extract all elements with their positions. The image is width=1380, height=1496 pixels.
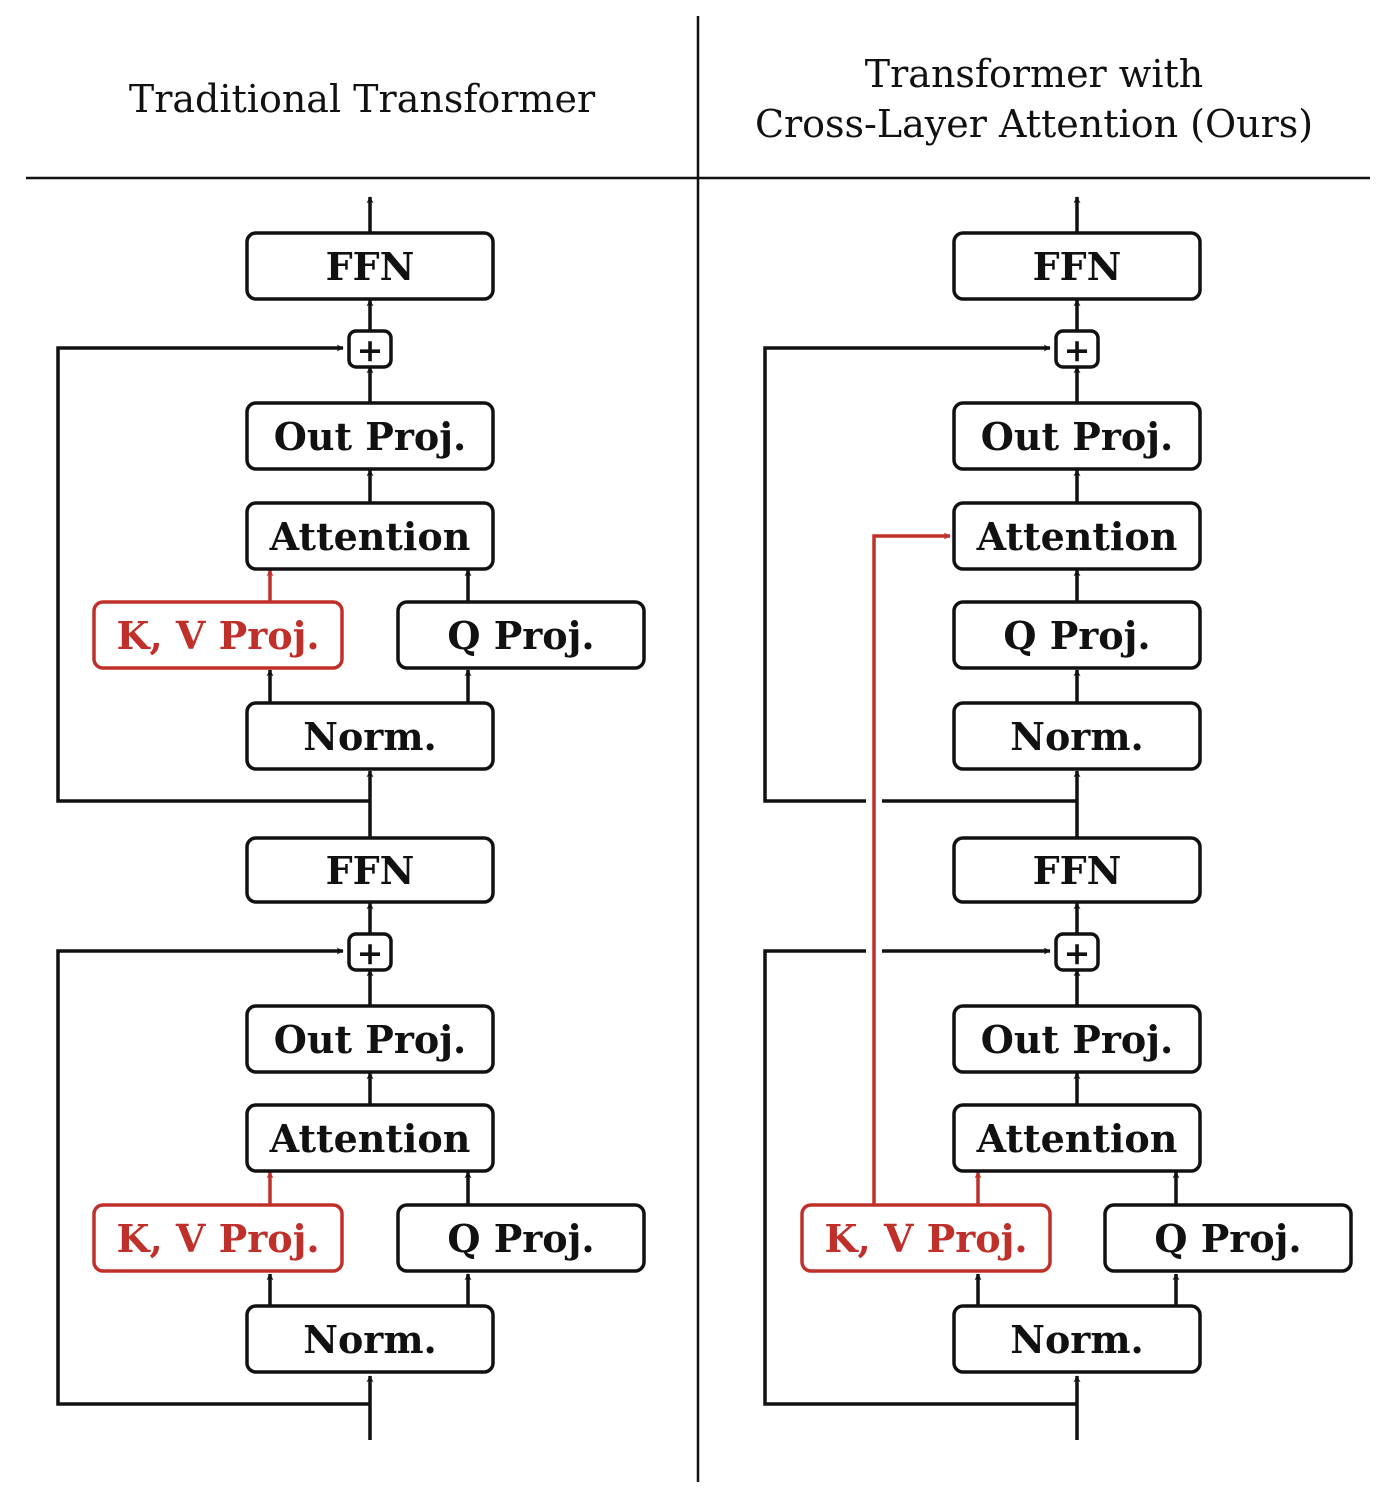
right-upper-norm-block: Norm. xyxy=(952,701,1202,771)
right-lower-q-proj-block: Q Proj. xyxy=(1103,1203,1353,1273)
left-upper-kv-proj-block: K, V Proj. xyxy=(92,600,344,670)
left-upper-out-proj-label: Out Proj. xyxy=(274,414,466,459)
right-lower-kv-proj-label: K, V Proj. xyxy=(824,1216,1027,1261)
left-lower-norm-block: Norm. xyxy=(245,1304,495,1374)
right-upper-norm-label: Norm. xyxy=(1010,714,1144,759)
left-upper-plus-symbol: + xyxy=(357,331,384,369)
right-lower-plus-symbol: + xyxy=(1064,934,1091,972)
right-panel: FFN + Out Proj. Attention Q Proj. Norm. … xyxy=(763,196,1353,1440)
right-residual-upper xyxy=(763,344,1077,803)
right-upper-attention-block: Attention xyxy=(952,501,1202,571)
left-lower-residual-add: + xyxy=(347,932,393,972)
right-upper-ffn-label: FFN xyxy=(1033,244,1122,289)
right-lower-ffn-block: FFN xyxy=(952,836,1202,904)
left-residual-lower xyxy=(56,947,370,1406)
left-lower-out-proj-block: Out Proj. xyxy=(245,1004,495,1074)
right-upper-attention-label: Attention xyxy=(976,514,1178,559)
left-upper-residual-add: + xyxy=(347,329,393,369)
left-lower-kv-proj-block: K, V Proj. xyxy=(92,1203,344,1273)
left-lower-norm-label: Norm. xyxy=(303,1317,437,1362)
left-upper-q-proj-label: Q Proj. xyxy=(447,613,594,658)
left-lower-kv-proj-label: K, V Proj. xyxy=(116,1216,319,1261)
left-upper-attention-block: Attention xyxy=(245,501,495,571)
right-lower-attention-label: Attention xyxy=(976,1116,1178,1161)
left-lower-attention-block: Attention xyxy=(245,1103,495,1173)
right-lower-kv-proj-block: K, V Proj. xyxy=(800,1203,1052,1273)
right-lower-out-proj-label: Out Proj. xyxy=(981,1017,1173,1062)
left-upper-attention-label: Attention xyxy=(269,514,471,559)
left-lower-plus-symbol: + xyxy=(357,934,384,972)
right-upper-out-proj-label: Out Proj. xyxy=(981,414,1173,459)
left-residual-upper xyxy=(56,344,370,803)
right-cross-layer-kv-arrow xyxy=(872,532,951,1205)
right-upper-ffn-block: FFN xyxy=(952,231,1202,301)
left-lower-q-proj-block: Q Proj. xyxy=(396,1203,646,1273)
right-lower-attention-block: Attention xyxy=(952,1103,1202,1173)
right-lower-norm-block: Norm. xyxy=(952,1304,1202,1374)
right-upper-q-proj-label: Q Proj. xyxy=(1003,613,1150,658)
right-upper-q-proj-block: Q Proj. xyxy=(952,600,1202,670)
right-lower-out-proj-block: Out Proj. xyxy=(952,1004,1202,1074)
left-upper-ffn-block: FFN xyxy=(245,231,495,301)
right-lower-residual-add: + xyxy=(1054,932,1100,972)
right-upper-plus-symbol: + xyxy=(1064,331,1091,369)
left-panel-title: Traditional Transformer xyxy=(129,77,596,121)
right-panel-title-line1: Transformer with xyxy=(865,52,1203,96)
left-upper-kv-proj-label: K, V Proj. xyxy=(116,613,319,658)
left-upper-norm-label: Norm. xyxy=(303,714,437,759)
left-panel: FFN + Out Proj. Attention K, V Proj. Q P… xyxy=(56,196,646,1440)
left-lower-attention-label: Attention xyxy=(269,1116,471,1161)
right-residual-lower xyxy=(763,947,1077,1406)
right-lower-norm-label: Norm. xyxy=(1010,1317,1144,1362)
left-upper-out-proj-block: Out Proj. xyxy=(245,401,495,471)
right-lower-ffn-label: FFN xyxy=(1033,848,1122,893)
right-upper-residual-add: + xyxy=(1054,329,1100,369)
right-panel-title-line2: Cross-Layer Attention (Ours) xyxy=(755,102,1313,146)
right-upper-out-proj-block: Out Proj. xyxy=(952,401,1202,471)
left-lower-out-proj-label: Out Proj. xyxy=(274,1017,466,1062)
left-upper-norm-block: Norm. xyxy=(245,701,495,771)
left-upper-ffn-label: FFN xyxy=(326,244,415,289)
left-upper-q-proj-block: Q Proj. xyxy=(396,600,646,670)
left-lower-ffn-label: FFN xyxy=(326,848,415,893)
right-lower-q-proj-label: Q Proj. xyxy=(1154,1216,1301,1261)
left-lower-q-proj-label: Q Proj. xyxy=(447,1216,594,1261)
left-lower-ffn-block: FFN xyxy=(245,836,495,904)
